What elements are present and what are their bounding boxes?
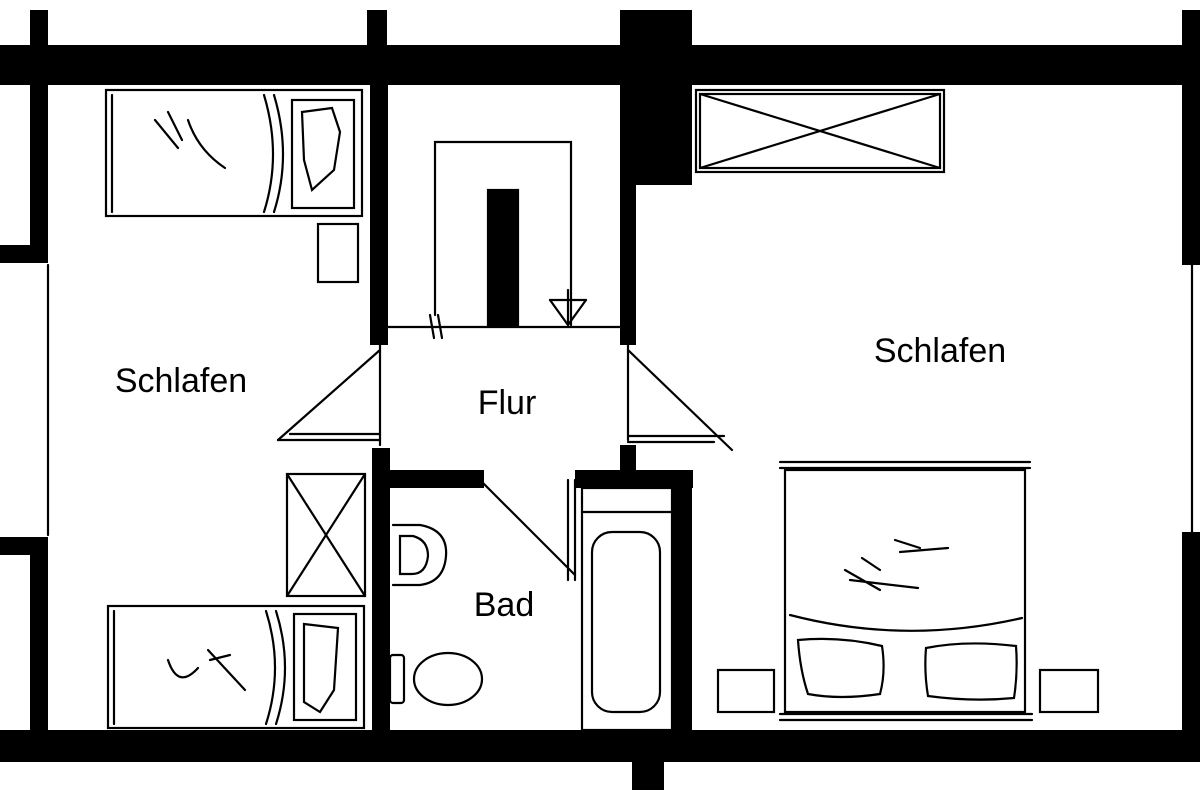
room-label-schlafen-left: Schlafen: [114, 362, 248, 400]
sink: [391, 523, 448, 587]
bath-wall-right: [672, 470, 692, 732]
staircase: [386, 140, 622, 340]
nightstand-right-1: [716, 668, 776, 714]
chimney: [620, 10, 692, 185]
left-wall-upper: [30, 85, 48, 260]
bath-wall-top-right: [575, 470, 693, 488]
nightstand-left: [316, 222, 360, 284]
door-bath: [478, 478, 577, 582]
left-wall-top: [30, 10, 48, 50]
post-bottom: [632, 760, 664, 790]
door-right-room: [626, 343, 734, 452]
wardrobe-right: [694, 88, 946, 174]
right-wall-upper: [1182, 85, 1200, 265]
nightstand-right-2: [1038, 668, 1100, 714]
room-label-flur: Flur: [477, 384, 537, 422]
partition-left-upper: [370, 85, 388, 345]
bed-top-left: [104, 88, 364, 218]
door-left-room: [276, 343, 382, 447]
double-bed: [778, 460, 1034, 722]
bed-bottom-left: [106, 604, 366, 730]
right-wall-top: [1182, 10, 1200, 50]
partition-right-stub: [620, 445, 636, 475]
partition-right-upper: [620, 185, 636, 345]
bath-wall-top-left: [388, 470, 484, 488]
bottom-wall: [0, 730, 1200, 762]
wardrobe-left: [285, 472, 367, 598]
left-wall-lower: [30, 537, 48, 737]
room-label-bad: Bad: [473, 586, 535, 624]
room-label-schlafen-right: Schlafen: [873, 332, 1007, 370]
bathtub: [580, 486, 674, 732]
partition-left-lower: [372, 448, 390, 733]
walls: [0, 10, 1200, 790]
left-window-sill-upper: [0, 245, 48, 263]
post-top-left: [367, 10, 387, 50]
right-wall-lower: [1182, 532, 1200, 732]
top-wall: [0, 45, 1200, 85]
fixtures: [46, 88, 1194, 732]
toilet: [388, 651, 484, 707]
